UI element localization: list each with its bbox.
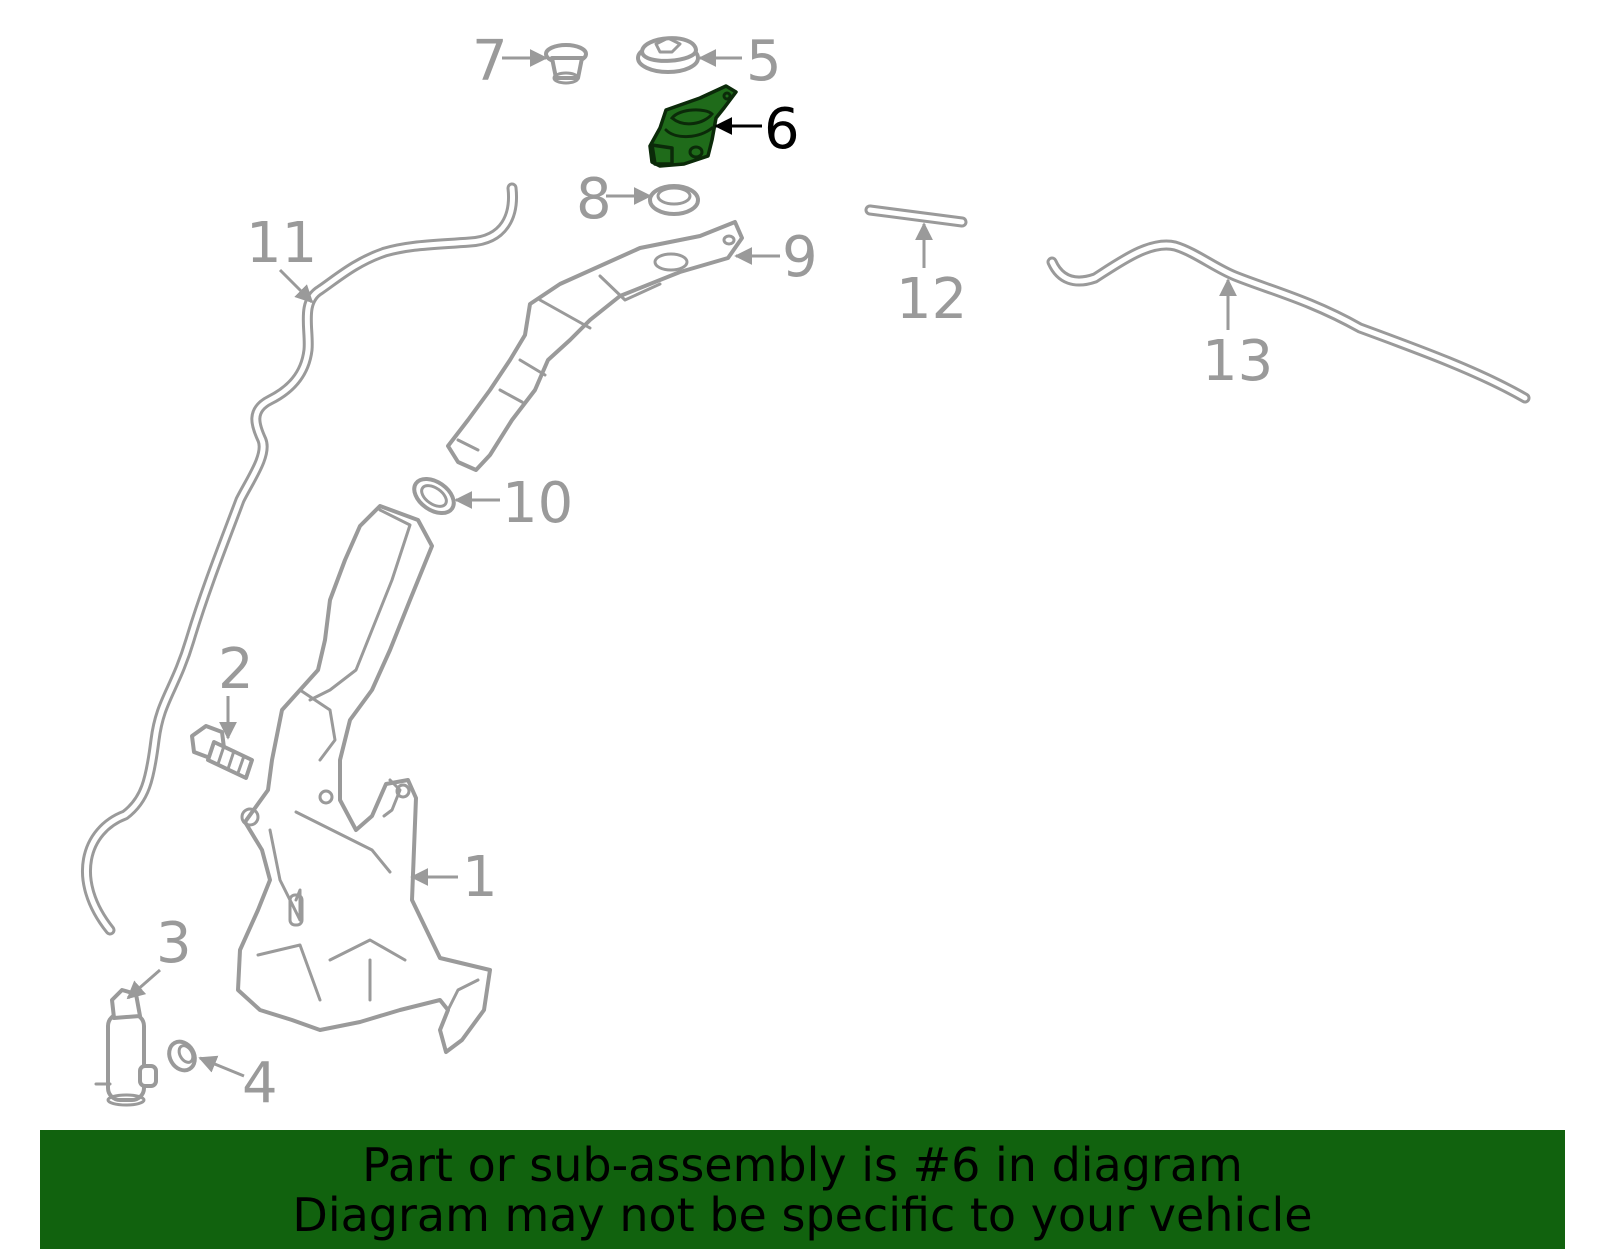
callout-10: 10 <box>502 471 573 536</box>
hose-part-13 <box>1046 239 1531 404</box>
seal-part-10 <box>412 476 456 516</box>
info-banner: Part or sub-assembly is #6 in diagram Di… <box>40 1130 1565 1249</box>
grommet-part-8 <box>648 184 700 216</box>
grommet-part-4 <box>167 1039 197 1073</box>
parts-diagram: 1 2 3 4 5 6 7 8 9 10 11 12 13 <box>81 29 1531 1116</box>
callout-7: 7 <box>472 29 508 94</box>
clip-part-7 <box>544 43 588 85</box>
callout-4: 4 <box>242 1051 278 1116</box>
filler-neck-part-9 <box>446 220 744 472</box>
callout-1: 1 <box>462 845 498 910</box>
banner-line-disclaimer: Diagram may not be specific to your vehi… <box>292 1188 1313 1242</box>
banner-line-part-number: Part or sub-assembly is #6 in diagram <box>362 1138 1243 1192</box>
callout-12: 12 <box>896 267 967 332</box>
leader-4 <box>198 1055 245 1078</box>
callout-9: 9 <box>782 225 818 290</box>
leader-11 <box>278 268 314 304</box>
leader-3 <box>126 968 161 1000</box>
callout-13: 13 <box>1202 329 1273 394</box>
cap-part-5 <box>636 36 700 74</box>
hose-part-11 <box>81 182 518 936</box>
pump-part-3 <box>94 988 158 1107</box>
bolt-part-2 <box>190 724 254 780</box>
tube-part-12 <box>864 204 968 228</box>
highlighted-part-6 <box>648 84 738 168</box>
callout-2: 2 <box>218 637 254 702</box>
callout-11: 11 <box>246 211 317 276</box>
callout-3: 3 <box>156 911 192 976</box>
reservoir-tank-part-1 <box>236 504 492 1054</box>
callout-8: 8 <box>576 167 612 232</box>
callout-6: 6 <box>764 97 800 162</box>
callout-5: 5 <box>746 29 782 94</box>
